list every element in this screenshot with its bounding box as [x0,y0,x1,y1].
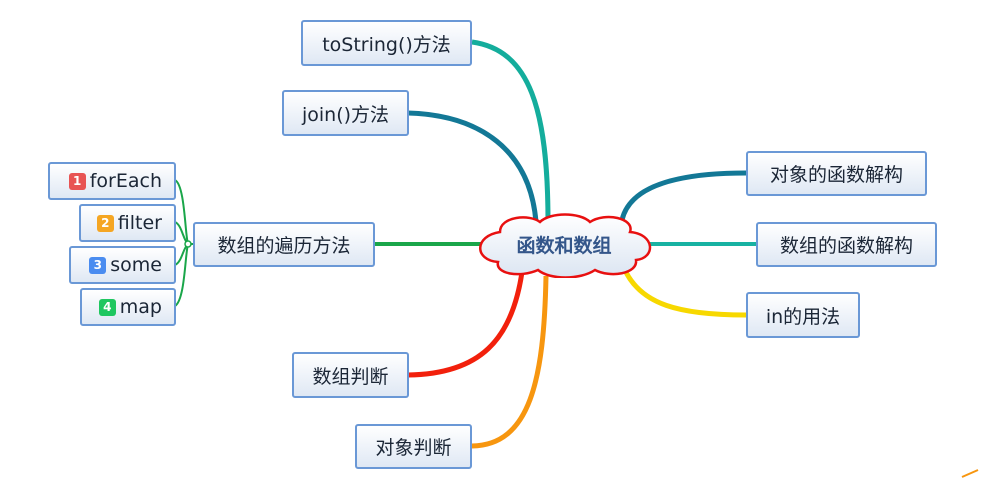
priority-1-icon: 1 [68,172,86,190]
node-array-check[interactable]: 数组判断 [292,352,409,398]
branch-object-check [471,275,549,449]
node-filter[interactable]: 2 filter [79,204,176,242]
node-map[interactable]: 4 map [80,288,176,326]
node-object-destructure[interactable]: 对象的函数解构 [746,151,927,196]
node-some[interactable]: 3 some [69,246,176,284]
node-array-destructure[interactable]: 数组的函数解构 [756,222,937,267]
node-object-check[interactable]: 对象判断 [355,424,472,469]
node-tostring[interactable]: toString()方法 [301,20,472,66]
branch-tostring [471,39,551,223]
node-join[interactable]: join()方法 [282,90,409,136]
branch-object-destructure [619,170,747,221]
priority-4-icon: 4 [98,298,116,316]
central-topic-label: 函数和数组 [516,234,612,257]
branch-array-check [407,271,525,378]
node-foreach[interactable]: 1 forEach [48,162,176,200]
cloud-shape [479,213,652,278]
node-foreach-label: forEach [89,170,162,192]
node-filter-label: filter [117,212,162,234]
priority-2-icon: 2 [96,214,114,232]
collapse-toggle[interactable] [184,240,192,248]
central-topic[interactable]: 函数和数组 [470,210,658,278]
node-some-label: some [110,254,162,276]
priority-3-icon: 3 [89,256,107,274]
node-traverse[interactable]: 数组的遍历方法 [193,222,375,267]
node-map-label: map [119,296,162,318]
branch-in-usage [621,266,747,318]
branch-join [407,110,539,223]
corner-mark [961,469,979,478]
node-in-usage[interactable]: in的用法 [746,292,860,338]
